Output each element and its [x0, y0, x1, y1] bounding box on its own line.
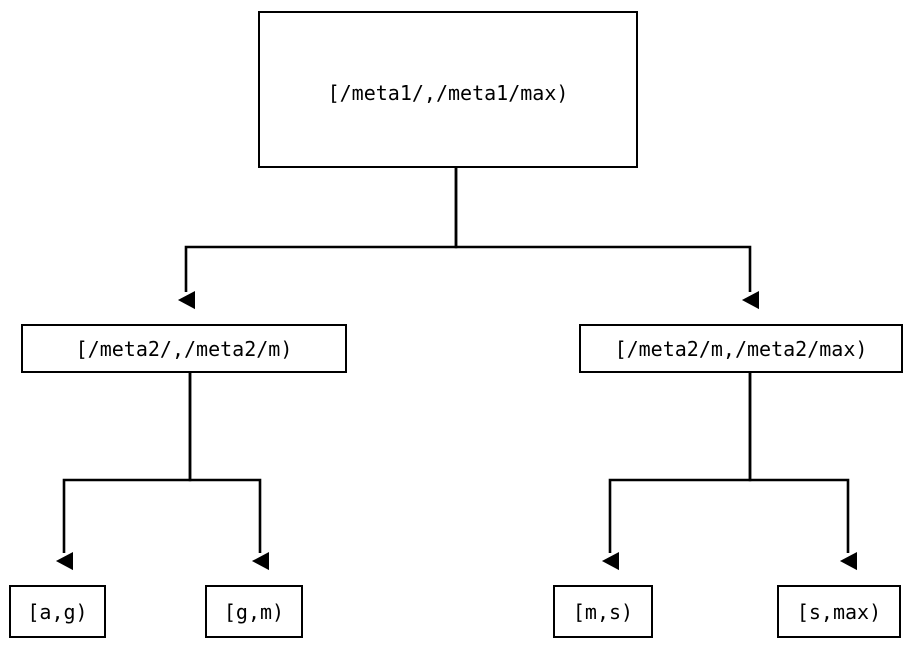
- node-leaf-m-s-label: [m,s): [572, 599, 634, 624]
- node-leaf-g-m-label: [g,m): [223, 599, 285, 624]
- edge-root-to-mid-left: [177, 168, 458, 310]
- node-leaf-a-g[interactable]: [a,g): [9, 585, 106, 638]
- edge-mid-left-to-leaf-2: [188, 373, 270, 571]
- node-mid-right[interactable]: [/meta2/m,/meta2/max): [579, 324, 903, 373]
- edge-mid-right-to-leaf-3: [601, 373, 752, 571]
- edge-root-to-mid-right: [454, 168, 760, 310]
- node-leaf-m-s[interactable]: [m,s): [553, 585, 653, 638]
- edge-mid-right-to-leaf-4: [748, 373, 858, 571]
- node-root-label: [/meta1/,/meta1/max): [327, 81, 569, 105]
- node-leaf-s-max[interactable]: [s,max): [777, 585, 901, 638]
- node-leaf-s-max-label: [s,max): [796, 599, 882, 624]
- node-mid-right-label: [/meta2/m,/meta2/max): [614, 336, 868, 361]
- node-mid-left-label: [/meta2/,/meta2/m): [75, 336, 293, 361]
- edge-mid-left-to-leaf-1: [55, 373, 192, 571]
- node-root[interactable]: [/meta1/,/meta1/max): [258, 11, 638, 168]
- node-mid-left[interactable]: [/meta2/,/meta2/m): [21, 324, 347, 373]
- node-leaf-g-m[interactable]: [g,m): [205, 585, 303, 638]
- node-leaf-a-g-label: [a,g): [27, 599, 88, 624]
